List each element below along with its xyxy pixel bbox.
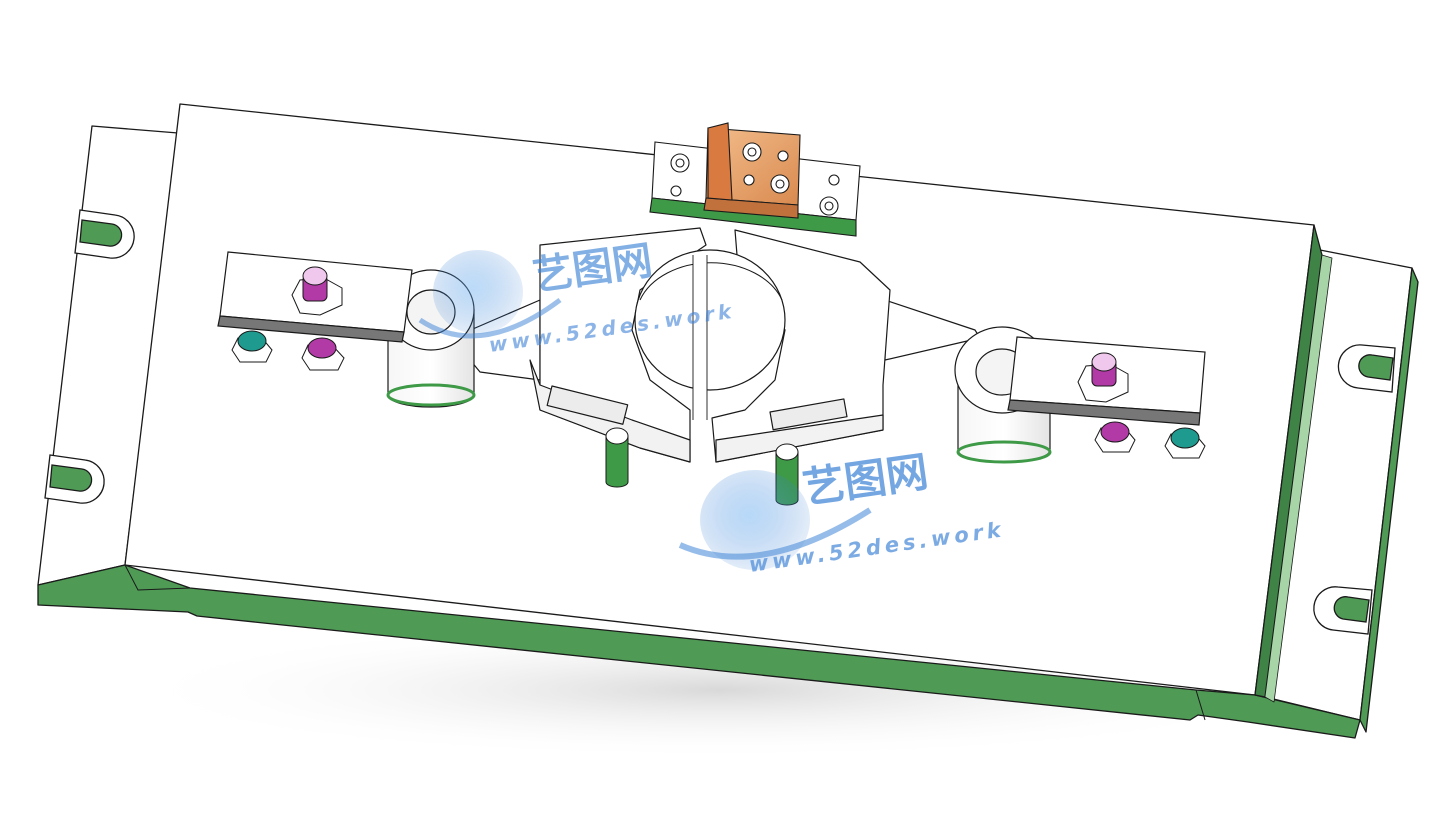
hex-bolt-icon (1094, 421, 1136, 453)
watermark-center: 艺图网 www.52des.work (678, 447, 1006, 577)
hex-bolt-icon (231, 330, 273, 363)
bronze-clamp-icon (649, 122, 861, 237)
left-lug-slots (44, 209, 135, 504)
base-plate (37, 103, 1419, 739)
hex-bolt-icon (291, 266, 343, 316)
right-lug-slots (1313, 344, 1396, 635)
hex-bolt-icon (1077, 352, 1129, 403)
globe-logo-icon (418, 250, 562, 339)
hex-bolt-icon (301, 337, 345, 371)
hex-bolt-icon (1164, 427, 1206, 459)
locating-pin-icon (605, 427, 629, 488)
hex-bolts (231, 266, 1206, 459)
globe-logo-icon (678, 470, 872, 570)
split-fixture-block (451, 227, 981, 463)
